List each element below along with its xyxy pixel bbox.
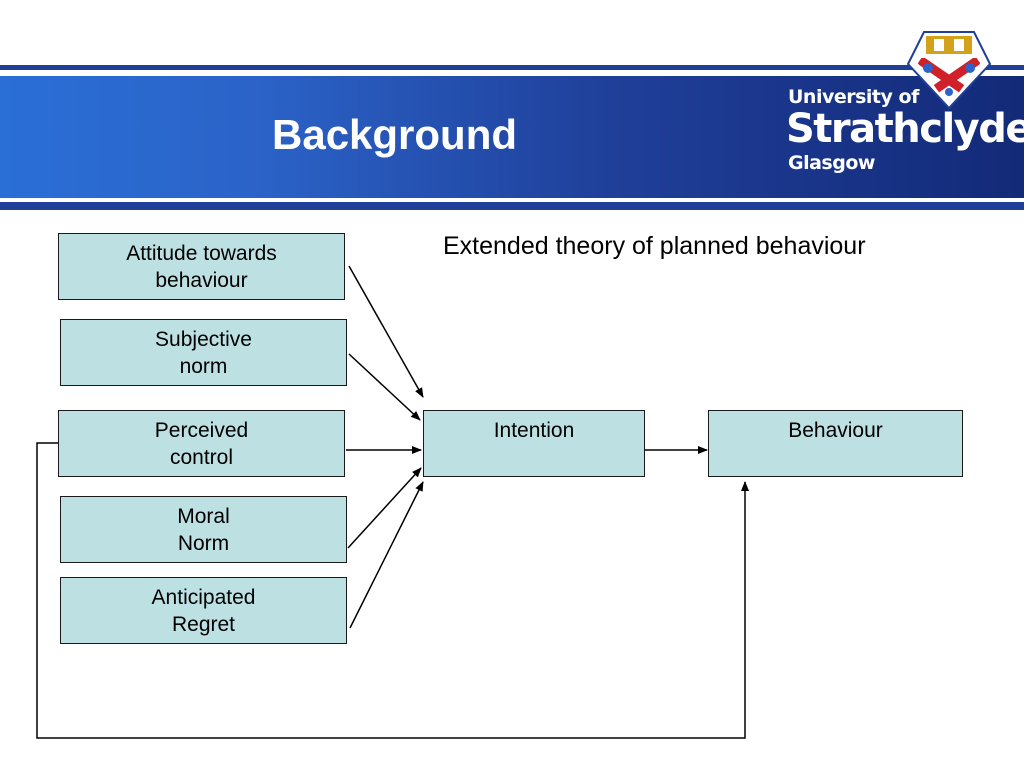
node-attitude-line2: behaviour — [155, 269, 248, 292]
node-moral-line1: Moral — [177, 505, 230, 528]
node-perceived-control: Perceived control — [58, 410, 345, 477]
node-attitude-line1: Attitude towards — [126, 242, 277, 265]
node-perceived-line2: control — [169, 446, 234, 469]
node-anticipated-regret: Anticipated Regret — [60, 577, 347, 644]
header-banner — [0, 76, 1024, 198]
node-intention-label: Intention — [493, 419, 575, 442]
node-behaviour: Behaviour — [708, 410, 963, 477]
slide-title: Background — [272, 111, 518, 158]
node-attitude: Attitude towards behaviour — [58, 233, 345, 300]
arrow-perceived-to-behaviour — [36, 442, 749, 739]
arrow-attitude-to-intention — [348, 265, 424, 398]
node-regret-line2: Regret — [171, 613, 236, 636]
university-crest-icon — [906, 31, 992, 110]
logo-line-strathclyde: Strathclyde — [786, 106, 1024, 152]
node-intention: Intention — [423, 410, 645, 477]
node-subjective-line2: norm — [179, 355, 228, 378]
node-regret-line1: Anticipated — [151, 586, 256, 609]
node-moral-norm: Moral Norm — [60, 496, 347, 563]
arrow-regret-to-intention — [349, 481, 424, 629]
header-top-band — [0, 65, 1024, 70]
arrow-moral-to-intention — [347, 467, 422, 549]
logo-line-university: University of — [788, 86, 919, 108]
node-behaviour-label: Behaviour — [788, 419, 883, 442]
diagram-caption: Extended theory of planned behaviour — [443, 232, 866, 260]
node-moral-line2: Norm — [177, 532, 230, 555]
node-subjective-line1: Subjective — [155, 328, 252, 351]
arrow-subjective-to-intention — [348, 353, 421, 421]
logo-line-glasgow: Glasgow — [788, 152, 875, 174]
node-perceived-line1: Perceived — [154, 419, 249, 442]
node-subjective-norm: Subjective norm — [60, 319, 347, 386]
header-bottom-band — [0, 202, 1024, 210]
